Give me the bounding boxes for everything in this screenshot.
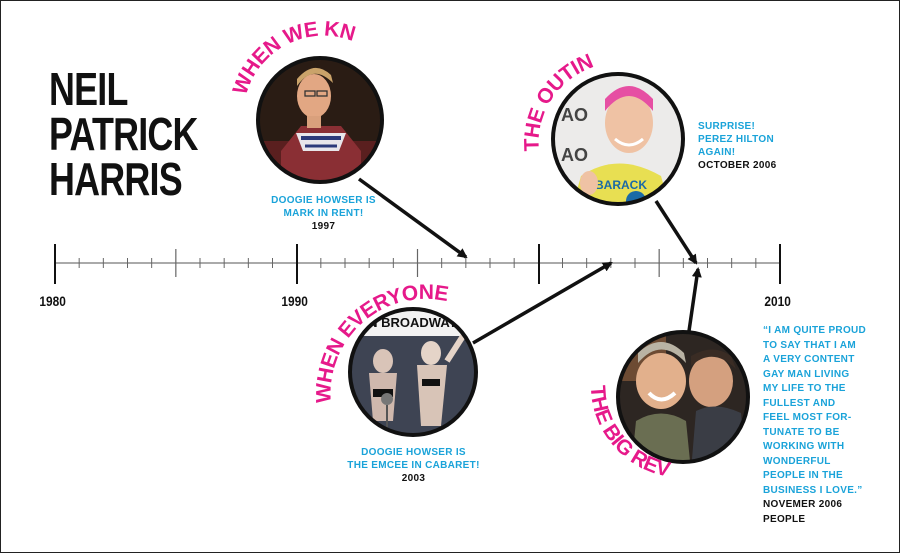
- arrow-2003: [472, 261, 613, 345]
- caption-outing-date: OCTOBER 2006: [698, 160, 777, 171]
- caption-rent-date: 1997: [311, 221, 336, 232]
- caption-big-reveal: “I AM QUITE PROUD TO SAY THAT I AM A VER…: [763, 324, 883, 527]
- quote-line-7: FEEL MOST FOR-: [763, 412, 852, 423]
- quote-line-3: A VERY CONTENT: [763, 354, 855, 365]
- year-label-1980: 1980: [39, 293, 66, 309]
- caption-big-reveal-date: NOVEMER 2006: [763, 499, 843, 510]
- quote-line-9: WORKING WITH: [763, 441, 845, 452]
- caption-cabaret-date: 2003: [401, 473, 426, 484]
- year-label-2010: 2010: [764, 293, 791, 309]
- quote-line-2: TO SAY THAT I AM: [763, 339, 856, 351]
- photo-rent: [256, 56, 384, 184]
- caption-rent-line-1: DOOGIE HOWSER IS: [271, 195, 376, 206]
- caption-cabaret-line-2: THE EMCEE IN CABARET!: [347, 460, 480, 471]
- title-line-2: PATRICK: [49, 108, 198, 160]
- cabaret-marquee-text: IN BROADWAY!: [364, 315, 461, 330]
- quote-line-10: WONDERFUL: [763, 455, 831, 467]
- quote-line-6: FULLEST AND: [763, 397, 836, 409]
- quote-line-12: BUSINESS I LOVE.”: [763, 484, 863, 496]
- caption-rent: DOOGIE HOWSER IS MARK IN RENT! 1997: [256, 194, 391, 233]
- caption-outing-line-1: SURPRISE!: [698, 121, 756, 132]
- svg-text:AO: AO: [561, 145, 588, 165]
- quote-line-5: MY LIFE TO THE: [763, 383, 846, 394]
- title-line-3: HARRIS: [49, 153, 183, 205]
- title-line-1: NEIL: [49, 63, 128, 115]
- caption-outing-line-3: AGAIN!: [698, 147, 736, 158]
- caption-big-reveal-source: PEOPLE: [763, 513, 806, 525]
- page-title: NEIL PATRICK HARRIS: [49, 63, 198, 205]
- quote-line-11: PEOPLE IN THE: [763, 470, 844, 481]
- quote-line-8: TUNATE TO BE: [763, 426, 840, 438]
- outing-shirt-text: BARACK: [595, 178, 647, 192]
- arrow-oct-2006: [654, 200, 698, 265]
- caption-cabaret: DOOGIE HOWSER IS THE EMCEE IN CABARET! 2…: [341, 446, 486, 485]
- svg-text:AO: AO: [561, 105, 588, 125]
- quote-line-1: “I AM QUITE PROUD: [763, 325, 867, 336]
- caption-cabaret-line-1: DOOGIE HOWSER IS: [361, 447, 466, 458]
- photo-cabaret: IN BROADWAY!: [348, 307, 478, 437]
- arrow-1997: [357, 177, 468, 259]
- caption-outing: SURPRISE! PEREZ HILTON AGAIN! OCTOBER 20…: [698, 120, 808, 172]
- photo-outing: AO AO BARACK: [551, 72, 685, 206]
- timeline-axis: [54, 244, 781, 284]
- quote-line-4: GAY MAN LIVING: [763, 368, 850, 380]
- caption-outing-line-2: PEREZ HILTON: [698, 134, 775, 145]
- caption-rent-line-2: MARK IN RENT!: [283, 208, 364, 219]
- year-label-1990: 1990: [281, 293, 308, 309]
- arrow-nov-2006: [687, 267, 702, 332]
